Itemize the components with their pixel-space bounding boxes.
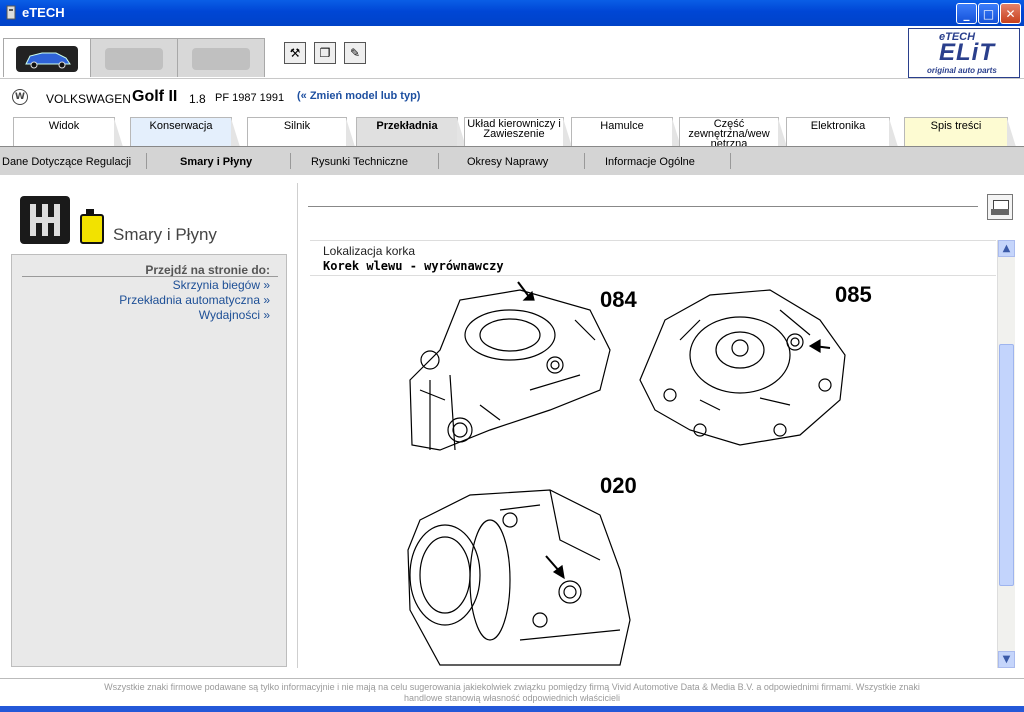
tab-widok[interactable]: Widok [13,117,123,147]
subnav-separator [290,153,291,169]
figure-084-drawing [409,289,611,451]
figure-label-085: 085 [835,282,872,307]
logo-brand-large: ELiT [939,39,995,66]
change-model-link[interactable]: (« Zmień model lub typ) [297,90,421,102]
tab-konserwacja[interactable]: Konserwacja [130,117,240,147]
tools-button[interactable]: ⚒ [284,42,306,64]
subnav-rysunki-techniczne[interactable]: Rysunki Techniczne [311,156,409,168]
maximize-button[interactable]: □ [978,3,999,24]
tab-uklad-kierowniczy[interactable]: Układ kierowniczy i Zawieszenie [464,117,572,147]
title-bar: eTECH _ □ ✕ [0,0,1024,26]
sub-navigation: Dane Dotyczące Regulacji Smary i Płyny R… [0,146,1024,175]
window-title: eTECH [22,5,65,20]
chevron-up-icon: ▲ [1002,243,1011,254]
goto-link-skrzynia[interactable]: Skrzynia biegów » [172,278,270,292]
location-label: Lokalizacja korka [323,244,416,258]
logo-brand-small: eTECH [939,31,976,43]
content-divider [310,275,996,276]
subnav-separator [438,153,439,169]
taskbar-edge [0,706,1024,712]
figure-label-084: 084 [600,287,637,312]
location-value: Korek wlewu - wyrównawczy [323,259,504,273]
gearbox-icon [20,196,70,244]
vehicle-make: VOLKSWAGEN [46,92,131,106]
print-button[interactable] [987,194,1013,220]
vehicle-code: PF 1987 1991 [215,92,285,104]
footer-line-1: Wszystkie znaki firmowe podawane są tylk… [104,682,920,692]
subnav-dane-regulacji[interactable]: Dane Dotyczące Regulacji [2,156,132,168]
toolbar: ⚒ ❐ ✎ eTECH ELiT original auto parts [0,26,1024,79]
tab-hamulce[interactable]: Hamulce [571,117,681,147]
panel-divider [297,183,298,668]
app-icon [6,5,16,20]
scroll-thumb[interactable] [999,344,1014,586]
pencil-icon: ✎ [349,46,361,60]
subnav-separator [584,153,585,169]
logo: eTECH ELiT original auto parts [908,28,1020,78]
chevron-down-icon: ▼ [1002,654,1011,665]
figure-085-drawing [639,289,846,446]
tab-przekladnia[interactable]: Przekładnia [356,117,466,147]
scroll-up-button[interactable]: ▲ [998,240,1015,257]
truck-icon [105,48,163,70]
van-icon [192,48,250,70]
subnav-separator [146,153,147,169]
car-icon [16,46,78,72]
divider [22,276,278,277]
subnav-okresy-naprawy[interactable]: Okresy Naprawy [467,156,549,168]
pencil-button[interactable]: ✎ [344,42,366,64]
logo-tagline: original auto parts [927,66,997,75]
content-top-border [310,240,996,241]
truck-tab[interactable] [90,38,178,77]
tab-spis-tresci[interactable]: Spis treści [904,117,1016,147]
subnav-separator [730,153,731,169]
goto-heading: Przejdź na stronie do: [145,263,270,277]
panel-title: Smary i Płyny [113,225,217,244]
tab-silnik[interactable]: Silnik [247,117,355,147]
subnav-smary-i-plyny[interactable]: Smary i Płyny [180,156,253,168]
vehicle-model: Golf II [132,88,178,105]
figure-020-drawing [407,489,631,666]
subnav-informacje-ogolne[interactable]: Informacje Ogólne [605,156,695,168]
scroll-down-button[interactable]: ▼ [998,651,1015,668]
content-rule [308,206,978,207]
goto-link-wydajnosci[interactable]: Wydajności » [198,308,270,322]
minimize-button[interactable]: _ [956,3,977,24]
close-button[interactable]: ✕ [1000,3,1021,24]
van-tab[interactable] [177,38,265,77]
footer-line-2: handlowe stanowią własność odpowiednich … [403,693,621,703]
goto-link-automatyczna[interactable]: Przekładnia automatyczna » [119,293,270,307]
oil-bottle-icon [80,209,104,244]
goto-panel: Przejdź na stronie do: Skrzynia biegów »… [11,254,287,667]
tools-icon: ⚒ [289,46,301,60]
tab-elektronika[interactable]: Elektronika [786,117,898,147]
copy-icon: ❐ [319,46,331,60]
car-tab[interactable] [3,38,91,77]
vw-logo-icon: W [12,89,28,105]
footer-disclaimer: Wszystkie znaki firmowe podawane są tylk… [0,678,1024,708]
content-scrollbar[interactable]: ▲ ▼ [997,240,1015,668]
copy-button[interactable]: ❐ [314,42,336,64]
technical-drawing [407,281,846,666]
vehicle-engine: 1.8 [189,92,206,106]
tab-czesc-zewnetrzna[interactable]: Część zewnętrzna/wew nętrzna [679,117,787,150]
figure-label-020: 020 [600,473,637,498]
